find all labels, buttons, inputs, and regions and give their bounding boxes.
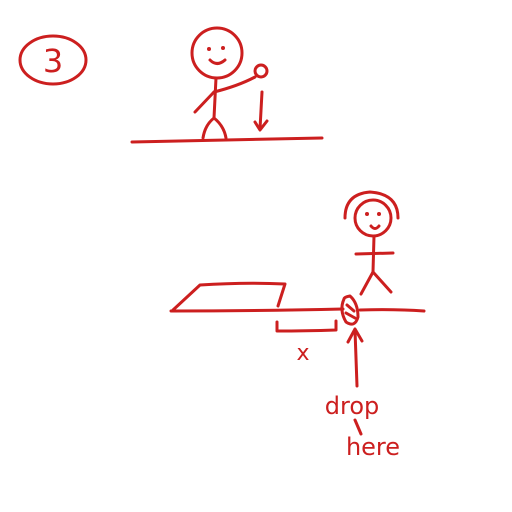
- bottom-figure-mouth: [369, 224, 381, 230]
- step-number: 3: [43, 42, 63, 80]
- drop-spot-scribble: [344, 303, 357, 320]
- distance-bracket-line: [275, 319, 338, 333]
- up-arrow: [346, 327, 364, 388]
- up-arrow-shaft: [353, 328, 359, 388]
- top-figure-smile: [208, 58, 227, 65]
- top-figure-right-arm: [212, 75, 257, 94]
- top-figure-left-arm: [193, 90, 216, 114]
- bottom-figure-right-eye: [377, 212, 381, 216]
- distance-label: x: [296, 341, 309, 366]
- step-circle: [18, 34, 88, 86]
- top-figure-right-leg: [212, 116, 228, 140]
- bottom-figure-left-leg: [359, 270, 375, 296]
- bottom-ground-right: [358, 308, 426, 313]
- instruction-connector: [353, 418, 363, 436]
- down-arrow-head: [253, 119, 269, 132]
- bottom-figure-right-leg: [371, 270, 393, 294]
- held-ball: [253, 63, 269, 79]
- top-ground-line: [130, 136, 324, 144]
- top-stick-figure: [190, 26, 257, 140]
- bottom-figure-hair: [343, 190, 400, 220]
- bottom-figure-left-eye: [365, 212, 369, 216]
- bottom-stick-figure: [343, 190, 400, 296]
- drop-spot-marker: [340, 294, 360, 326]
- instruction-drop: drop: [325, 392, 380, 420]
- top-scene: [130, 26, 324, 144]
- instruction-here: here: [346, 433, 400, 461]
- landing-mat: [171, 281, 287, 312]
- top-figure-head: [190, 26, 244, 80]
- bottom-figure-head: [353, 198, 393, 238]
- bottom-scene: x drop here: [169, 190, 426, 461]
- top-figure-right-eye: [221, 46, 225, 50]
- distance-bracket: x: [275, 319, 338, 366]
- step-badge: 3: [18, 34, 88, 86]
- up-arrow-head: [346, 327, 364, 344]
- down-arrow: [253, 90, 269, 132]
- bottom-ground-left: [169, 307, 345, 313]
- bottom-figure-arms: [354, 251, 395, 256]
- down-arrow-shaft: [258, 90, 264, 131]
- top-figure-left-leg: [201, 116, 216, 140]
- top-figure-left-eye: [207, 47, 211, 51]
- top-figure-body: [212, 76, 218, 120]
